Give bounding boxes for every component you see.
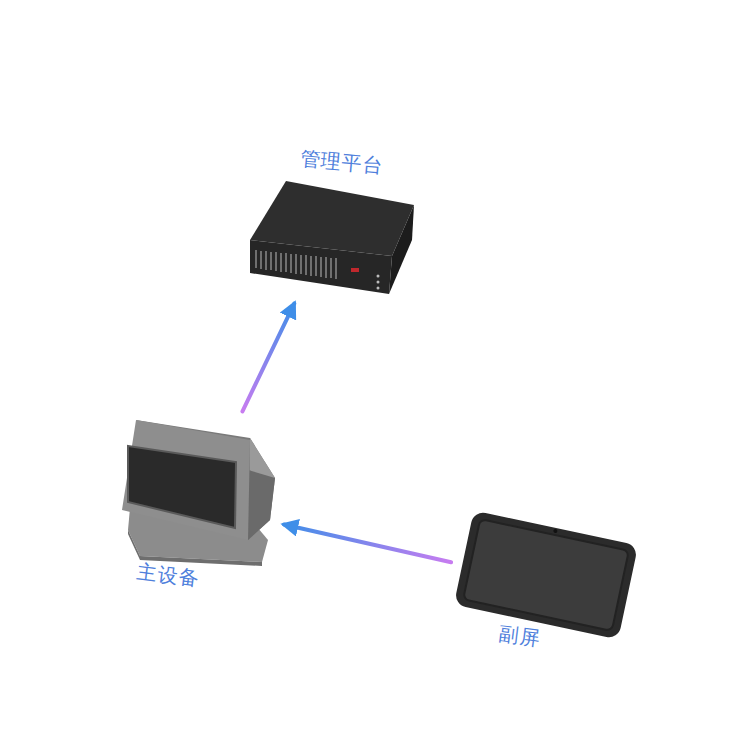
main-device: 主设备	[115, 415, 280, 595]
server-illustration	[250, 181, 414, 294]
flow-arrow	[284, 525, 451, 563]
device-label: 副屏	[498, 622, 543, 651]
secondary-screen: 副屏	[455, 510, 640, 658]
tablet-illustration	[454, 511, 638, 640]
kiosk-illustration	[122, 420, 275, 566]
flow-arrow	[242, 304, 294, 412]
management-platform: 管理平台	[245, 148, 420, 300]
device-label: 管理平台	[299, 146, 385, 177]
device-label: 主设备	[136, 559, 201, 590]
